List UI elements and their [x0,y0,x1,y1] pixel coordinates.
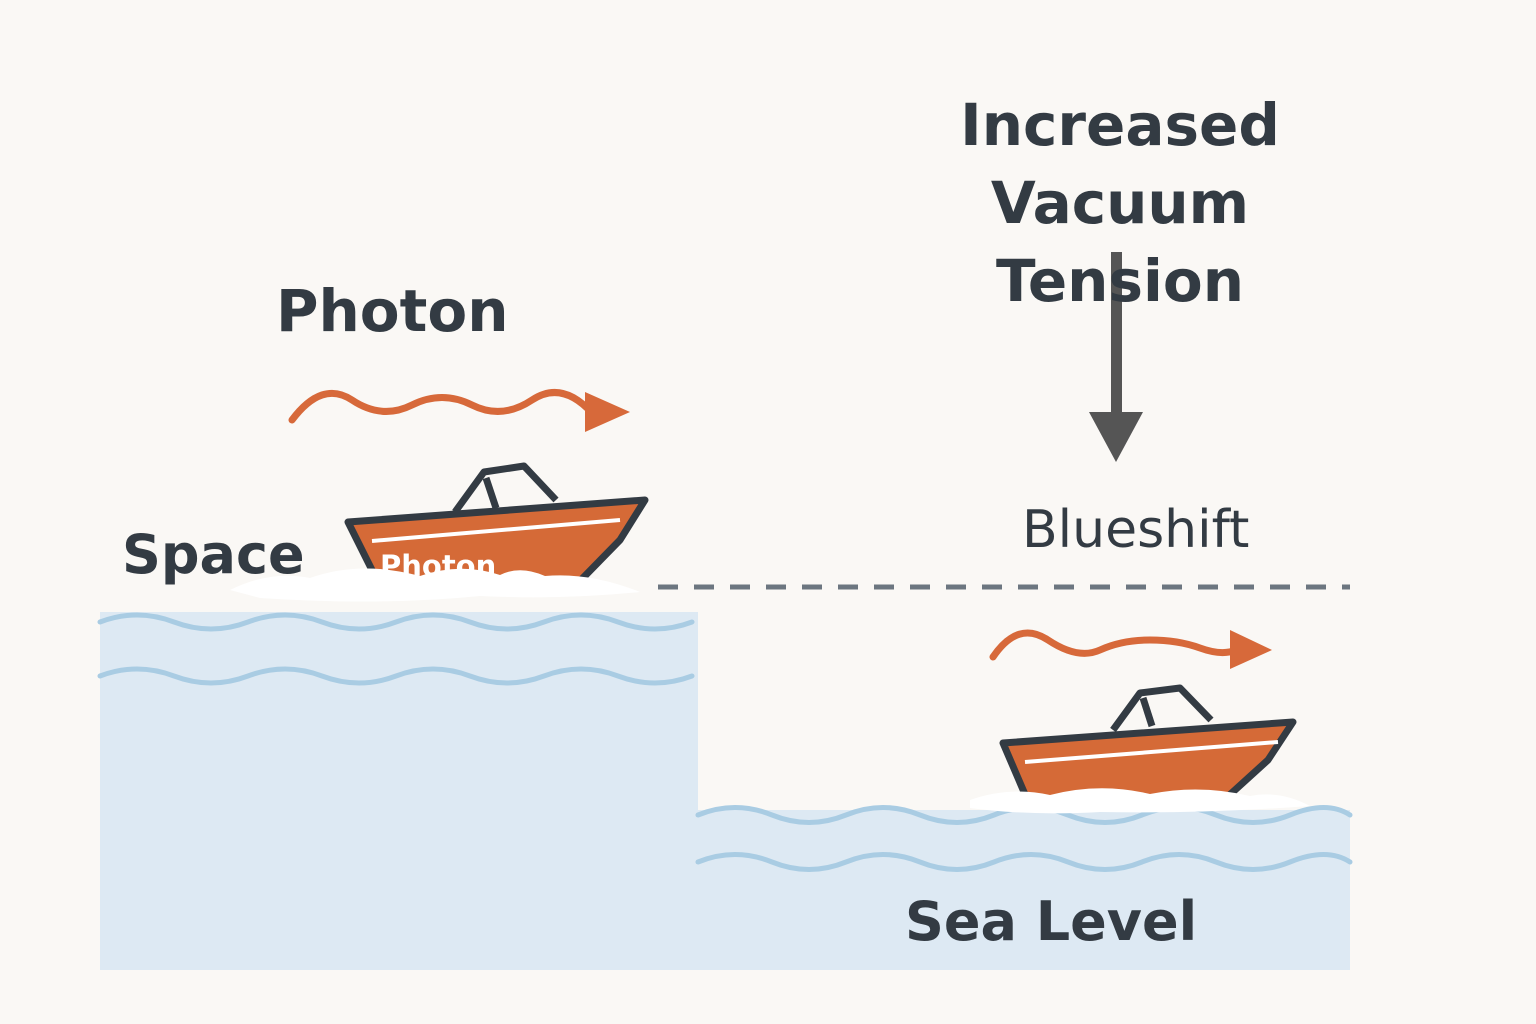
space-wave-line-bottom [97,666,695,686]
boat-icon-lower [970,684,1310,814]
diagram-title: Increased Vacuum Tension [870,86,1370,320]
photon-label: Photon [276,277,509,345]
boat-icon [230,462,649,602]
title-line-2: Vacuum Tension [990,169,1250,315]
boat-hull-label: Photon [380,549,496,583]
photon-wave-arrow-icon [288,389,630,432]
space-label: Space [122,523,305,586]
down-arrow-icon [1089,252,1143,462]
sea-wave-line-bottom [695,852,1353,872]
boat-splash [230,568,640,602]
space-wave-line-top [97,612,695,632]
blueshift-label: Blueshift [1022,500,1250,560]
sea-level-label: Sea Level [905,890,1198,953]
title-line-1: Increased [960,91,1280,159]
sea-level-water-block [698,810,1350,970]
blueshift-wave-arrow-icon [989,629,1272,669]
boat-splash-lower [970,788,1310,814]
space-water-block [100,612,698,970]
